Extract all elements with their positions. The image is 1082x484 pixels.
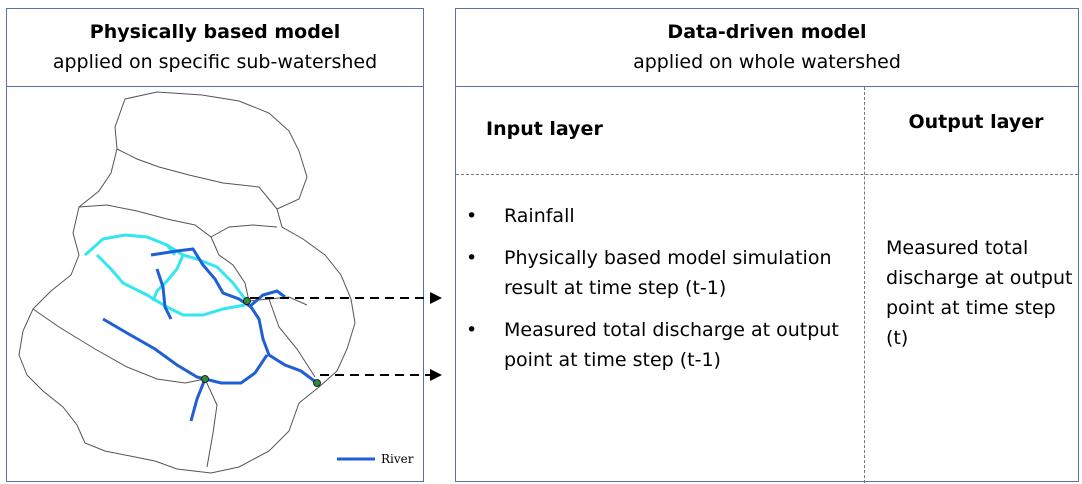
subbasin-divide-6 — [204, 378, 218, 468]
input-item-text: Measured total discharge at output point… — [504, 319, 839, 371]
input-item-simulation: • Physically based model simulation resu… — [456, 243, 861, 303]
left-panel-title: Physically based model — [89, 21, 341, 43]
subbasin-divide-3 — [210, 224, 278, 238]
main-river-4 — [189, 378, 207, 422]
subbasin-divide-4 — [32, 308, 206, 384]
main-river-2 — [155, 268, 173, 320]
arrow-head-1 — [430, 292, 442, 304]
subbasin-divide-2 — [116, 148, 278, 210]
input-layer-heading: Input layer — [486, 118, 603, 140]
bullet-icon: • — [466, 247, 478, 269]
input-item-rainfall: • Rainfall — [456, 201, 861, 231]
input-item-discharge: • Measured total discharge at output poi… — [456, 315, 861, 375]
column-divider — [864, 87, 865, 483]
output-layer-heading: Output layer — [908, 111, 1044, 133]
legend-river-label: River — [381, 452, 414, 466]
watershed-boundary — [18, 91, 356, 474]
right-panel-subtitle: applied on whole watershed — [633, 51, 901, 73]
left-panel-header: Physically based model applied on specif… — [7, 9, 423, 87]
row-divider — [456, 174, 1078, 175]
input-list: • Rainfall • Physically based model simu… — [456, 201, 861, 387]
sub-watershed-river-2 — [95, 253, 246, 317]
arrow-head-2 — [430, 369, 442, 381]
bullet-icon: • — [466, 205, 478, 227]
left-panel-subtitle: applied on specific sub-watershed — [52, 51, 378, 73]
subbasin-divide-7 — [268, 298, 316, 378]
midstream-point — [201, 375, 209, 383]
physically-based-model-panel: Physically based model applied on specif… — [6, 8, 424, 482]
sub-watershed-outlet-point — [243, 297, 251, 305]
sub-watershed-river-4 — [165, 244, 177, 256]
main-river-5 — [248, 289, 286, 309]
watershed-map: River — [18, 91, 414, 474]
output-description: Measured total discharge at output point… — [886, 237, 1073, 349]
subbasin-divide-1 — [78, 204, 250, 302]
data-driven-model-panel: Data-driven model applied on whole water… — [455, 8, 1079, 483]
input-item-text: Physically based model simulation result… — [504, 247, 832, 299]
watershed-outlet-point — [313, 379, 321, 387]
right-panel-title: Data-driven model — [667, 21, 867, 43]
right-panel-header: Data-driven model applied on whole water… — [456, 9, 1078, 87]
main-river-3 — [102, 317, 269, 385]
input-item-text: Rainfall — [504, 205, 575, 227]
bullet-icon: • — [466, 319, 478, 341]
sub-watershed-river-3 — [151, 254, 185, 302]
